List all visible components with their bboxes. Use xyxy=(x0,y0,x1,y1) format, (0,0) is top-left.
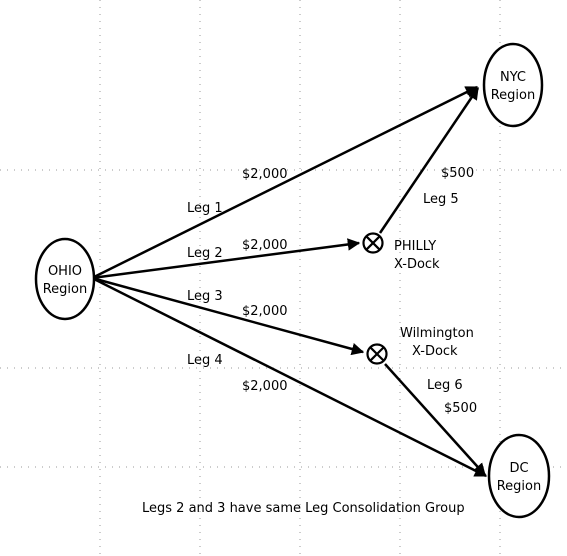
wilmington-xdock-icon xyxy=(366,343,388,365)
leg-6-cost: $500 xyxy=(444,401,477,416)
consolidation-note: Legs 2 and 3 have same Leg Consolidation… xyxy=(142,501,465,516)
nyc-region-label-line2: Region xyxy=(491,88,536,103)
leg-6-arrow xyxy=(384,363,486,476)
ohio-region-label-line2: Region xyxy=(43,282,88,297)
leg-1-arrow xyxy=(91,85,479,280)
ohio-region-label-line1: OHIO xyxy=(48,264,82,279)
dc-region-node: DC Region xyxy=(487,433,551,519)
leg-5-cost: $500 xyxy=(441,166,474,181)
leg-3-label: Leg 3 xyxy=(187,289,223,304)
philly-xdock-label-line2: X-Dock xyxy=(394,257,440,272)
leg-4-label: Leg 4 xyxy=(187,353,223,368)
leg-5-label: Leg 5 xyxy=(423,192,459,207)
leg-1-cost: $2,000 xyxy=(242,167,288,182)
wilmington-xdock-label-line2: X-Dock xyxy=(412,344,458,359)
leg-5-arrow xyxy=(378,86,480,234)
leg-2-cost: $2,000 xyxy=(242,238,288,253)
philly-xdock-label-line1: PHILLY xyxy=(394,239,436,254)
leg-6-label: Leg 6 xyxy=(427,378,463,393)
leg-3-cost: $2,000 xyxy=(242,304,288,319)
leg-2-arrow xyxy=(91,238,361,280)
wilmington-xdock-label-line1: Wilmington xyxy=(400,326,474,341)
dc-region-label-line1: DC xyxy=(509,461,528,476)
philly-xdock-icon xyxy=(362,232,384,254)
leg-1-label: Leg 1 xyxy=(187,201,223,216)
nyc-region-label-line1: NYC xyxy=(500,70,526,85)
dc-region-label-line2: Region xyxy=(497,479,542,494)
ohio-region-node: OHIO Region xyxy=(34,237,96,321)
leg-4-cost: $2,000 xyxy=(242,379,288,394)
leg-4-arrow xyxy=(91,276,488,478)
nyc-region-node: NYC Region xyxy=(482,42,544,128)
leg-2-label: Leg 2 xyxy=(187,246,223,261)
leg-3-arrow xyxy=(91,276,365,356)
